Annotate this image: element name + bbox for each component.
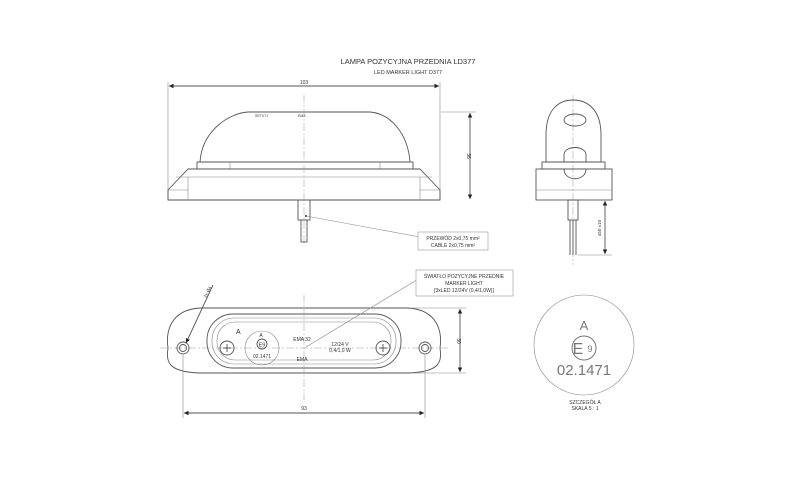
mounting-hole-left — [176, 341, 190, 355]
e-mark-icon — [571, 335, 597, 361]
dim-hole-label: 2x Ø4 — [202, 285, 212, 298]
front-view: 103 SETX71 EMA 36 — [167, 80, 476, 245]
lens-maker: EMA 32 — [293, 337, 311, 343]
dome-lens — [199, 111, 411, 163]
lens-e-mark: E9 — [259, 343, 266, 349]
lens-approval-number: 02.1471 — [253, 354, 271, 360]
lens-maker-bottom: EMA — [297, 357, 309, 363]
screw-icon — [219, 340, 235, 356]
light-callout-pl: ŚWIATŁO POZYCYJNE PRZEDNIE — [424, 272, 505, 280]
light-callout-en: MARKER LIGHT — [445, 281, 483, 287]
drawing-subtitle: LED MARKER LIGHT D377 — [374, 70, 442, 76]
housing-outline — [167, 307, 441, 374]
side-dome — [545, 99, 602, 163]
detail-circle — [533, 294, 635, 396]
detail-e-digit: 9 — [587, 344, 592, 354]
light-callout-spec: [3xLED 12/24V (0,4/1,0W)] — [434, 288, 494, 294]
detail-a: A E 9 02.1471 SZCZEGÓŁ A SKALA 5 : 1 — [533, 294, 635, 412]
detail-e-letter: E — [573, 341, 584, 358]
e-mark-icon — [256, 338, 268, 350]
cable-callout — [417, 231, 489, 251]
screw-icon — [375, 340, 391, 356]
detail-ref-a: A — [236, 329, 241, 336]
cable — [300, 219, 308, 243]
light-callout — [415, 269, 514, 297]
detail-approval-number: 02.1471 — [557, 362, 611, 379]
dimension-line-hole — [185, 284, 214, 344]
cable-callout-pl: PRZEWÓD 2x0,75 mm² — [426, 235, 480, 242]
dim-length-label: 103 — [300, 80, 309, 86]
dim-cable-label: 450 ±10 — [597, 219, 602, 236]
mounting-hole-right — [418, 341, 432, 355]
bottom-view: A A E9 02.1471 EMA 32 EMA 12/24 V 0,4/1,… — [160, 284, 466, 418]
detail-a-letter: A — [580, 318, 589, 333]
lens-power: 0,4/1,0 W — [329, 348, 351, 354]
lens-voltage: 12/24 V — [331, 342, 349, 348]
dome-marking-ema: EMA — [298, 114, 306, 118]
detail-scale: SKALA 5 : 1 — [572, 406, 599, 412]
dim-width-label: 30 — [455, 338, 461, 344]
side-view: 450 ±10 — [535, 95, 613, 265]
dome-marking: SETX71 — [255, 114, 268, 118]
dim-hole-spacing-label: 93 — [301, 406, 307, 412]
drawing-title: LAMPA POZYCYJNA PRZEDNIA LD377 — [341, 57, 476, 66]
lens-a-mark: A — [259, 333, 263, 339]
detail-label: SZCZEGÓŁ A — [569, 399, 601, 406]
cable-callout-en: CABLE 2x0,75 mm² — [431, 243, 476, 249]
dim-height-label: 36 — [465, 153, 471, 159]
